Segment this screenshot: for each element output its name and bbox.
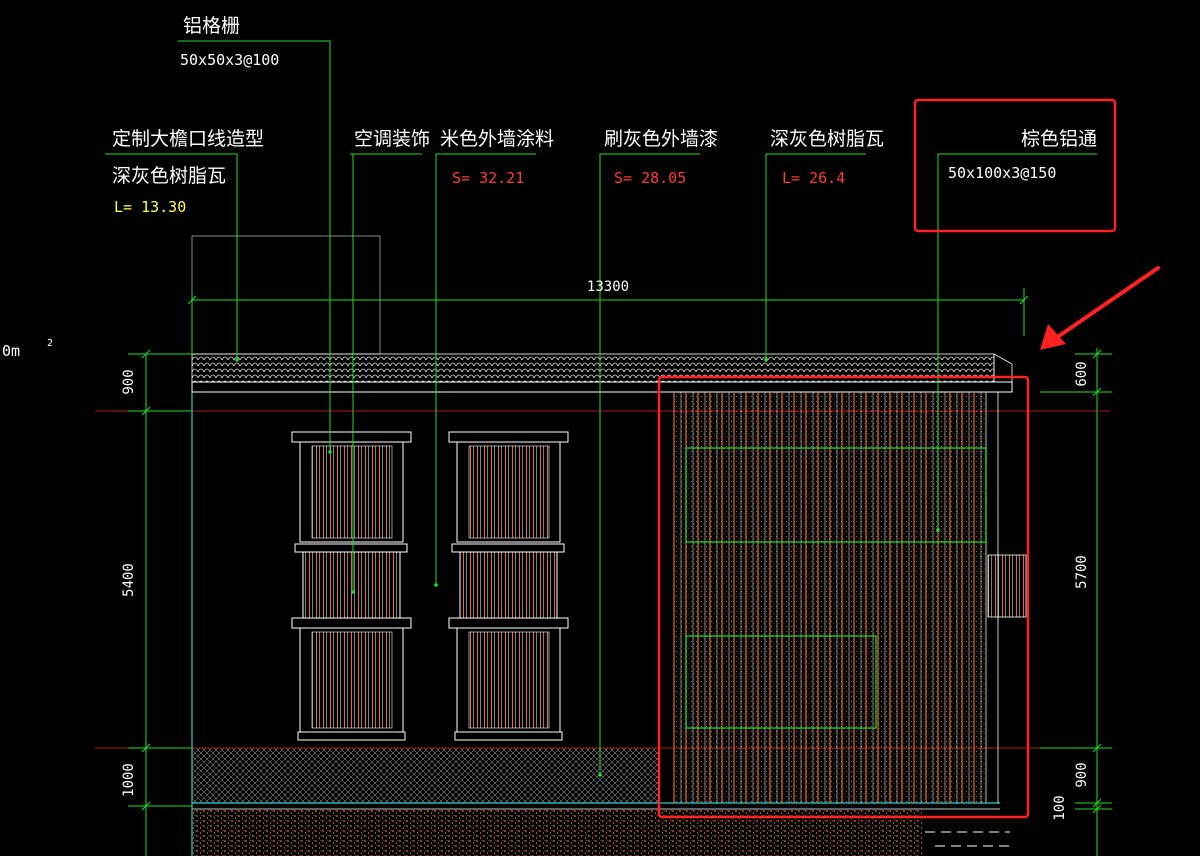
facade-panel-lower xyxy=(685,635,877,729)
dim-line-overall xyxy=(187,288,1029,354)
window-column-right xyxy=(448,431,569,741)
side-louver xyxy=(987,554,1027,618)
red-arrow xyxy=(1040,266,1160,350)
roof-fascia xyxy=(191,381,1013,393)
parapet-outline xyxy=(191,235,381,355)
window-column-left xyxy=(291,431,412,741)
label-gray-paint-area: S= 28.05 xyxy=(614,169,686,187)
plinth-hatch xyxy=(192,748,658,803)
label-dark-tile: 深灰色树脂瓦 xyxy=(770,128,884,150)
label-eave-tile: 深灰色树脂瓦 xyxy=(112,165,226,187)
label-eave-line: 定制大檐口线造型 xyxy=(112,128,264,150)
dim-right-bottom: 900 xyxy=(1074,762,1090,787)
label-left-superscript: 2 xyxy=(47,338,53,349)
dim-left-top: 900 xyxy=(121,369,137,394)
aluminum-tube-grille xyxy=(672,392,986,803)
dim-left-bottom: 1000 xyxy=(121,763,137,797)
label-dark-tile-length: L= 26.4 xyxy=(782,169,845,187)
label-aluminum-grille: 铝格栅 xyxy=(183,15,240,37)
highlight-box-label xyxy=(913,98,1117,233)
dim-chain-left xyxy=(128,349,192,856)
facade-panel-upper xyxy=(685,447,987,543)
highlight-box-facade xyxy=(657,375,1030,819)
dim-left-middle: 5400 xyxy=(121,563,137,597)
dim-chain-right xyxy=(1040,348,1112,856)
label-left-fragment: 0m xyxy=(2,342,20,360)
label-beige-paint: 米色外墙涂料 xyxy=(440,128,554,150)
dim-right-middle: 5700 xyxy=(1074,555,1090,589)
label-ac-decoration: 空调装饰 xyxy=(354,128,430,150)
label-brown-tube: 棕色铝通 xyxy=(1021,128,1097,150)
leader-lines xyxy=(105,40,1097,775)
label-beige-paint-area: S= 32.21 xyxy=(452,169,524,187)
dim-right-top: 600 xyxy=(1074,361,1090,386)
leader-dots xyxy=(235,358,940,777)
label-brown-tube-spec: 50x100x3@150 xyxy=(948,164,1056,182)
label-aluminum-grille-spec: 50x50x3@100 xyxy=(180,51,279,69)
dim-right-base: 100 xyxy=(1052,795,1068,820)
label-gray-paint: 刷灰色外墙漆 xyxy=(604,128,718,150)
label-eave-tile-length: L= 13.30 xyxy=(114,198,186,216)
dim-overall-width: 13300 xyxy=(587,279,629,295)
